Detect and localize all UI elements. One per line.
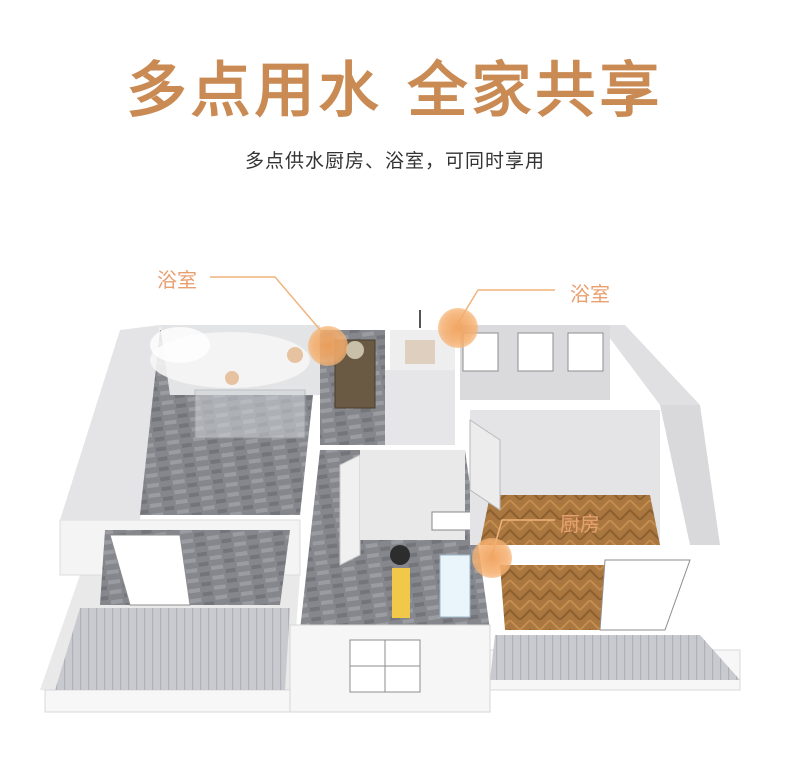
person-figure [390,545,410,565]
callout-bathroom-right: 浴室 [570,282,610,306]
bather-figure-left [225,371,239,385]
deck-left [55,608,290,690]
bathroom-left-room [140,325,320,515]
water-point-dot-kitchen [472,538,512,578]
living-room [100,530,290,606]
water-point-dot-bathroom-left [308,326,348,366]
front-wall [289,624,491,713]
callout-kitchen: 厨房 [560,512,600,536]
kitchen-corridor [300,450,490,630]
bather-figure-right [287,347,303,363]
water-point-dot-bathroom-right [438,308,478,348]
kitchen-room [469,410,691,631]
headline: 多点用水 全家共享 [126,56,664,126]
bathroom-right-room [390,310,455,370]
callout-bathroom-left: 浴室 [157,268,197,292]
deck-right [490,635,740,680]
subline: 多点供水厨房、浴室，可同时享用 [244,150,545,172]
upper-right-room [460,325,610,400]
